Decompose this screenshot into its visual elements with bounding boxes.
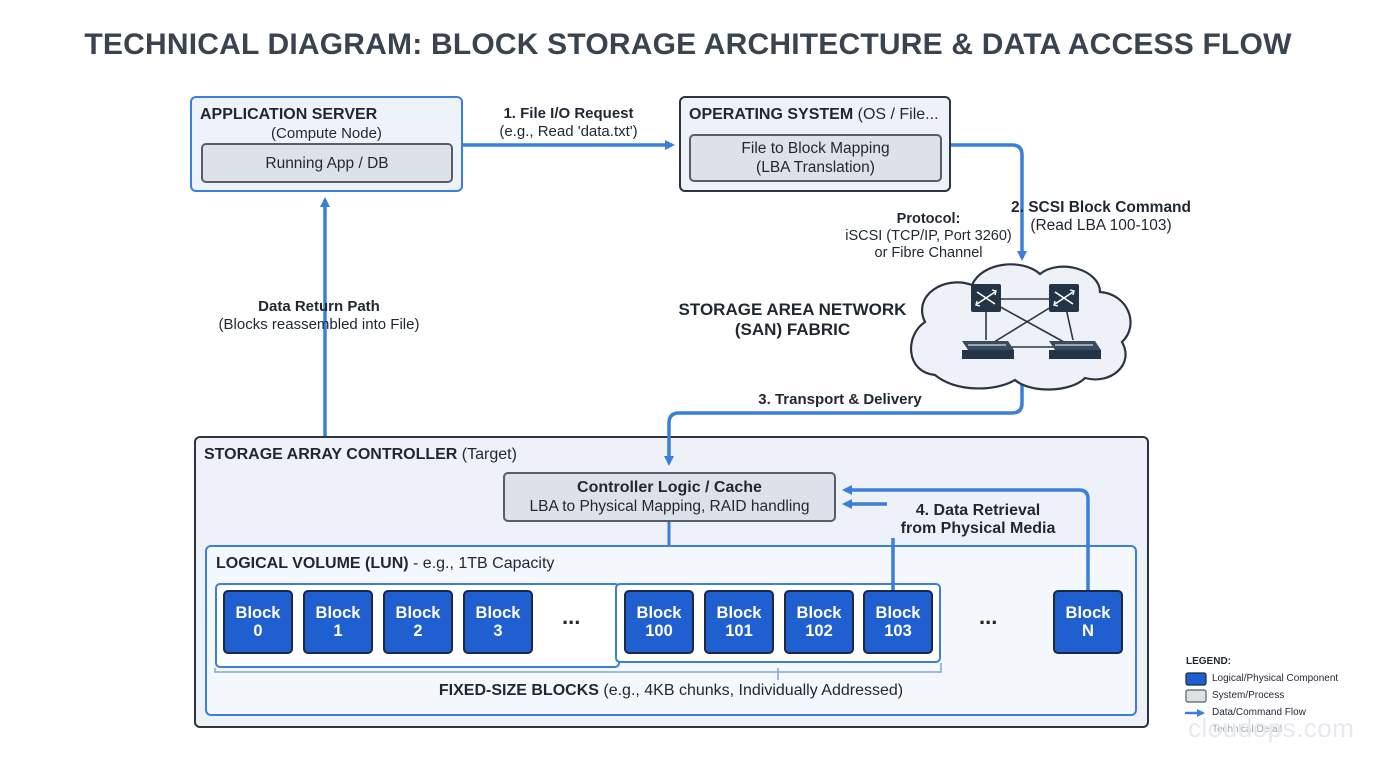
san-fabric-line2: (SAN) FABRIC xyxy=(734,320,851,339)
step2-title: 2. SCSI Block Command xyxy=(1010,199,1191,216)
operating-system-title-bold: OPERATING SYSTEM xyxy=(689,106,854,123)
file-to-block-mapping-box: File to Block Mapping (LBA Translation) xyxy=(689,134,942,182)
fixed-size-blocks-rest: (e.g., 4KB chunks, Individually Addresse… xyxy=(598,682,904,699)
step4-line1: 4. Data Retrieval xyxy=(915,502,1041,519)
arrow-transport-delivery xyxy=(664,378,1024,466)
watermark: cloudops.com xyxy=(1188,713,1355,743)
storage-array-controller-title-rest: (Target) xyxy=(457,446,517,463)
san-fabric-line1: STORAGE AREA NETWORK xyxy=(678,300,907,319)
legend-title: LEGEND: xyxy=(1186,656,1231,667)
operating-system-title-rest: (OS / File... xyxy=(853,106,939,123)
legend-item-flow: Data/Command Flow xyxy=(1212,707,1306,718)
controller-logic-box: Controller Logic / Cache LBA to Physical… xyxy=(503,472,836,522)
storage-array-controller-title-bold: STORAGE ARRAY CONTROLLER xyxy=(204,446,458,463)
fixed-size-blocks-caption: FIXED-SIZE BLOCKS (e.g., 4KB chunks, Ind… xyxy=(205,682,1137,700)
router-icon-right xyxy=(1049,284,1079,312)
step4-label: 4. Data Retrieval from Physical Media xyxy=(887,502,1069,538)
return-path-label: Data Return Path (Blocks reassembled int… xyxy=(194,298,444,334)
arrow-data-retrieval xyxy=(842,499,895,590)
operating-system-box: OPERATING SYSTEM (OS / File... File to B… xyxy=(679,96,951,192)
san-cloud xyxy=(910,263,1132,391)
step3-label: 3. Transport & Delivery xyxy=(758,391,922,408)
legend-swatch-process xyxy=(1185,689,1207,703)
return-path-detail: (Blocks reassembled into File) xyxy=(218,316,420,333)
step1-label: 1. File I/O Request (e.g., Read 'data.tx… xyxy=(481,105,656,141)
return-path-title: Data Return Path xyxy=(258,298,380,315)
application-server-subtitle: (Compute Node) xyxy=(271,125,382,142)
legend-swatch-component xyxy=(1185,672,1207,686)
application-server-title: APPLICATION SERVER xyxy=(200,106,378,123)
running-app-label: Running App / DB xyxy=(265,154,389,172)
step2-label: 2. SCSI Block Command (Read LBA 100-103) xyxy=(1001,199,1201,235)
switch-icon-left xyxy=(962,341,1014,359)
file-to-block-mapping-line2: (LBA Translation) xyxy=(756,159,875,176)
router-icon-left xyxy=(971,284,1001,312)
step1-title: 1. File I/O Request xyxy=(503,105,634,122)
running-app-box: Running App / DB xyxy=(201,143,453,183)
logical-volume-title-rest: - e.g., 1TB Capacity xyxy=(408,555,555,572)
protocol-label: Protocol: iSCSI (TCP/IP, Port 3260) or F… xyxy=(826,211,1031,262)
switch-icon-right xyxy=(1049,341,1101,359)
san-fabric-label: STORAGE AREA NETWORK (SAN) FABRIC xyxy=(665,300,920,340)
operating-system-title: OPERATING SYSTEM (OS / File... xyxy=(689,106,939,124)
file-to-block-mapping-line1: File to Block Mapping xyxy=(741,140,890,157)
step2-detail: (Read LBA 100-103) xyxy=(1030,217,1172,234)
legend-item-component: Logical/Physical Component xyxy=(1212,673,1339,684)
fixed-size-blocks-bold: FIXED-SIZE BLOCKS xyxy=(438,682,599,699)
legend-item-process: System/Process xyxy=(1212,690,1285,701)
controller-logic-subtitle: LBA to Physical Mapping, RAID handling xyxy=(529,498,810,515)
step4-line2: from Physical Media xyxy=(900,520,1056,537)
storage-array-controller-title: STORAGE ARRAY CONTROLLER (Target) xyxy=(204,446,517,464)
protocol-title: Protocol: xyxy=(896,211,961,227)
arrow-scsi-block-command xyxy=(951,143,1027,261)
logical-volume-title-bold: LOGICAL VOLUME (LUN) xyxy=(216,555,409,572)
arrow-data-retrieval-block-n xyxy=(842,485,1090,590)
fixed-size-blocks-bracket xyxy=(214,663,942,680)
logical-volume-title: LOGICAL VOLUME (LUN) - e.g., 1TB Capacit… xyxy=(216,555,554,573)
protocol-line3: or Fibre Channel xyxy=(874,245,983,261)
controller-logic-title: Controller Logic / Cache xyxy=(577,479,762,496)
ellipsis-right: ... xyxy=(979,604,998,629)
ellipsis-left: ... xyxy=(562,604,581,629)
legend-item-technical-detail: Technical Detail xyxy=(1212,724,1283,735)
step1-detail: (e.g., Read 'data.txt') xyxy=(499,123,638,140)
diagram-title: TECHNICAL DIAGRAM: BLOCK STORAGE ARCHITE… xyxy=(84,28,1292,61)
application-server-box: APPLICATION SERVER (Compute Node) Runnin… xyxy=(190,96,463,192)
protocol-line2: iSCSI (TCP/IP, Port 3260) xyxy=(845,228,1012,244)
